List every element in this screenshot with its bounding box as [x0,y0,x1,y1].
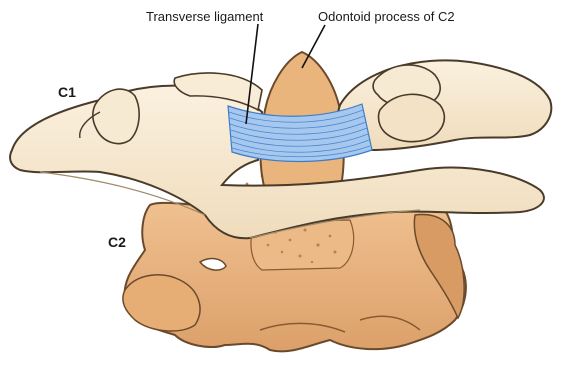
odontoid-process-label: Odontoid process of C2 [318,9,455,24]
c2-label: C2 [108,234,126,250]
c1-left-facet [93,89,139,144]
c1-label: C1 [58,84,76,100]
transverse-ligament-label: Transverse ligament [146,9,263,24]
c1-right-knob [379,94,445,141]
c1-right-mass [338,60,552,150]
